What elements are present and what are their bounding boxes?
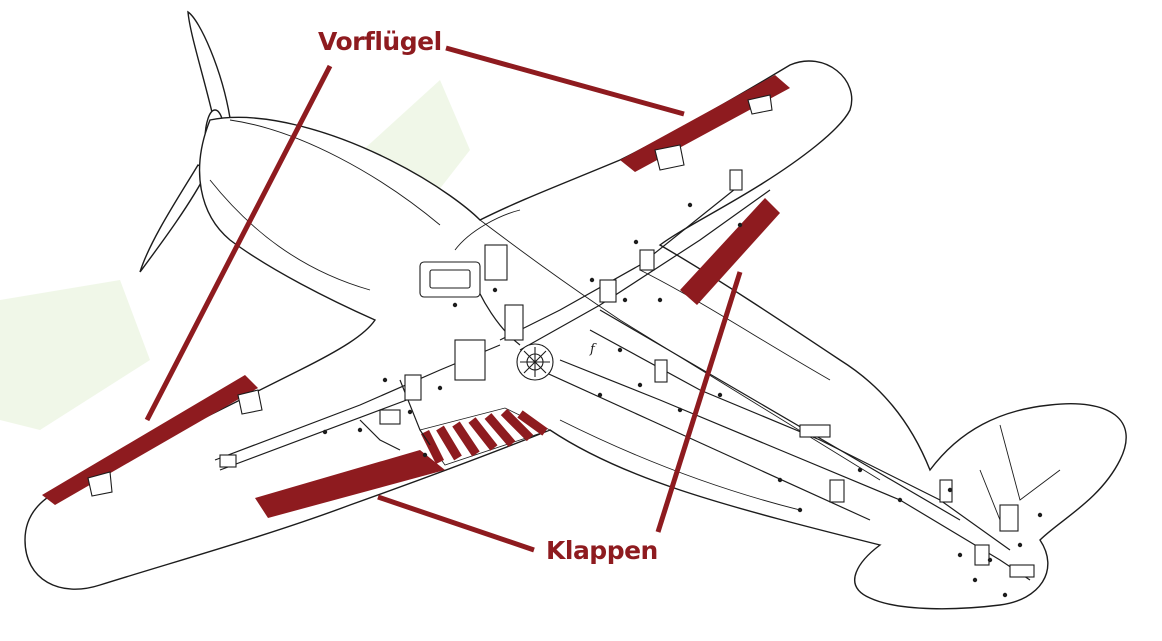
leader-flaps-right — [655, 271, 743, 533]
leader-lines — [144, 45, 743, 553]
flap-right-wing — [680, 198, 780, 305]
propeller-blade-upper — [187, 10, 231, 127]
slat-left-wing — [42, 375, 258, 505]
slat-right-wing — [620, 75, 790, 172]
flap-left-wing-outer — [255, 450, 445, 518]
propeller-blade-lower — [139, 164, 209, 273]
fixture-points — [322, 202, 1043, 598]
leader-slats-left — [144, 64, 333, 422]
flap-left-wing-inner-striped — [419, 407, 552, 466]
leader-flaps-left — [377, 494, 535, 553]
label-flaps: Klappen — [546, 536, 658, 565]
slats-highlight — [42, 75, 790, 505]
flaps-highlight — [255, 198, 780, 518]
leader-slats-right — [445, 45, 685, 117]
hinge-fittings — [87, 94, 773, 497]
label-slats: Vorflügel — [318, 27, 442, 56]
part-letter-f: f — [589, 342, 597, 357]
mechanism-parts — [219, 169, 1035, 578]
